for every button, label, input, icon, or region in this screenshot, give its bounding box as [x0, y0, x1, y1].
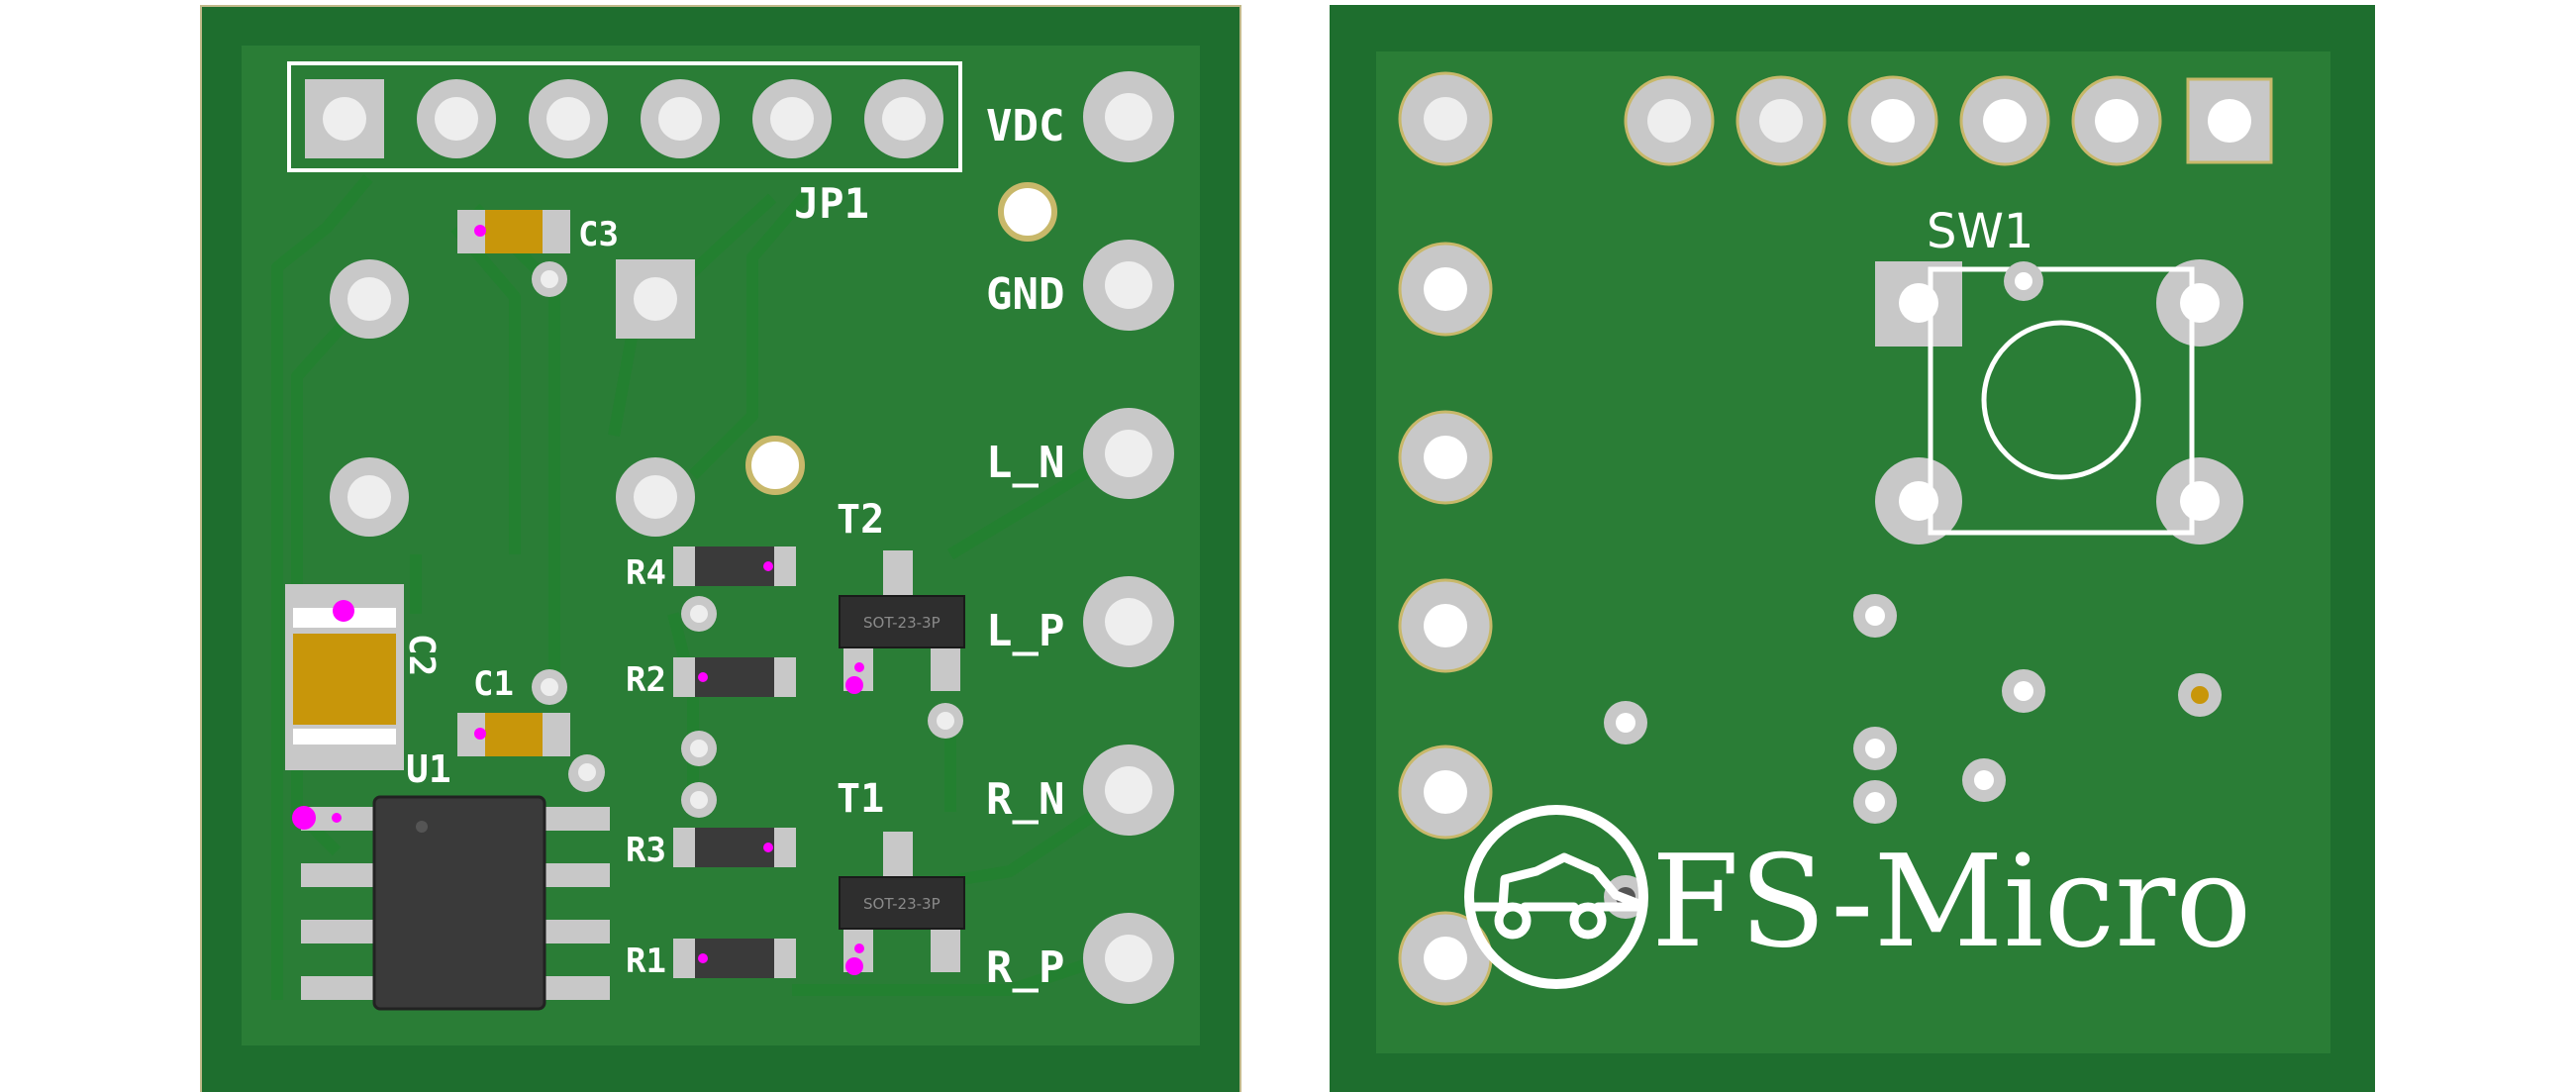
pad-label-l-n: L_N: [986, 438, 1064, 488]
pad-label-vdc: VDC: [986, 101, 1064, 151]
logo-circle: [1464, 805, 1648, 989]
t1-package-text: SOT-23-3P: [863, 895, 941, 913]
capacitor-c2: [285, 584, 404, 770]
pad-label-gnd: GND: [986, 269, 1064, 320]
r2-label: R2: [626, 660, 666, 700]
c2-label: C2: [401, 634, 442, 676]
ic-u1: [292, 754, 610, 1011]
jp1-header: [305, 79, 943, 158]
jp1-outline: [287, 61, 962, 172]
capacitor-c1: [457, 713, 570, 756]
r4-label: R4: [626, 553, 666, 593]
transistor-t1: SOT-23-3P: [839, 832, 965, 975]
resistor-r3: [673, 828, 796, 867]
sw1-label: SW1: [1927, 204, 2033, 259]
u1-label: U1: [406, 747, 451, 791]
c3-label: C3: [578, 215, 619, 254]
r1-label: R1: [626, 942, 666, 981]
transistor-t2: SOT-23-3P: [839, 550, 965, 694]
front-board: JP1 VDC GND L_N L_P R_N R_P: [200, 5, 1241, 1092]
switch-sw1: [1875, 259, 2243, 545]
t2-label: T2: [837, 497, 884, 543]
car-icon: [1468, 852, 1646, 940]
resistor-r2: [673, 657, 796, 697]
back-edge-pads: [1398, 71, 1493, 1006]
pad-label-l-p: L_P: [986, 606, 1064, 656]
resistor-r4: [673, 546, 796, 586]
capacitor-c3: [457, 210, 570, 253]
fs-micro-logo: FS-Micro: [1464, 805, 2251, 989]
resistor-r1: [673, 939, 796, 978]
t1-label: T1: [837, 776, 884, 822]
mounting-hole: [998, 182, 1057, 242]
logo-text: FS-Micro: [1651, 829, 2251, 976]
back-header-pads: [1624, 75, 2273, 166]
c1-label: C1: [473, 664, 514, 704]
pad-label-r-n: R_N: [986, 774, 1064, 825]
pad-label-r-p: R_P: [986, 943, 1064, 993]
t2-package-text: SOT-23-3P: [863, 614, 941, 632]
jp1-label: JP1: [794, 179, 869, 228]
mounting-hole: [745, 436, 805, 495]
r3-label: R3: [626, 831, 666, 870]
back-board: SW1: [1330, 5, 2375, 1092]
edge-pads: [1083, 71, 1174, 1004]
